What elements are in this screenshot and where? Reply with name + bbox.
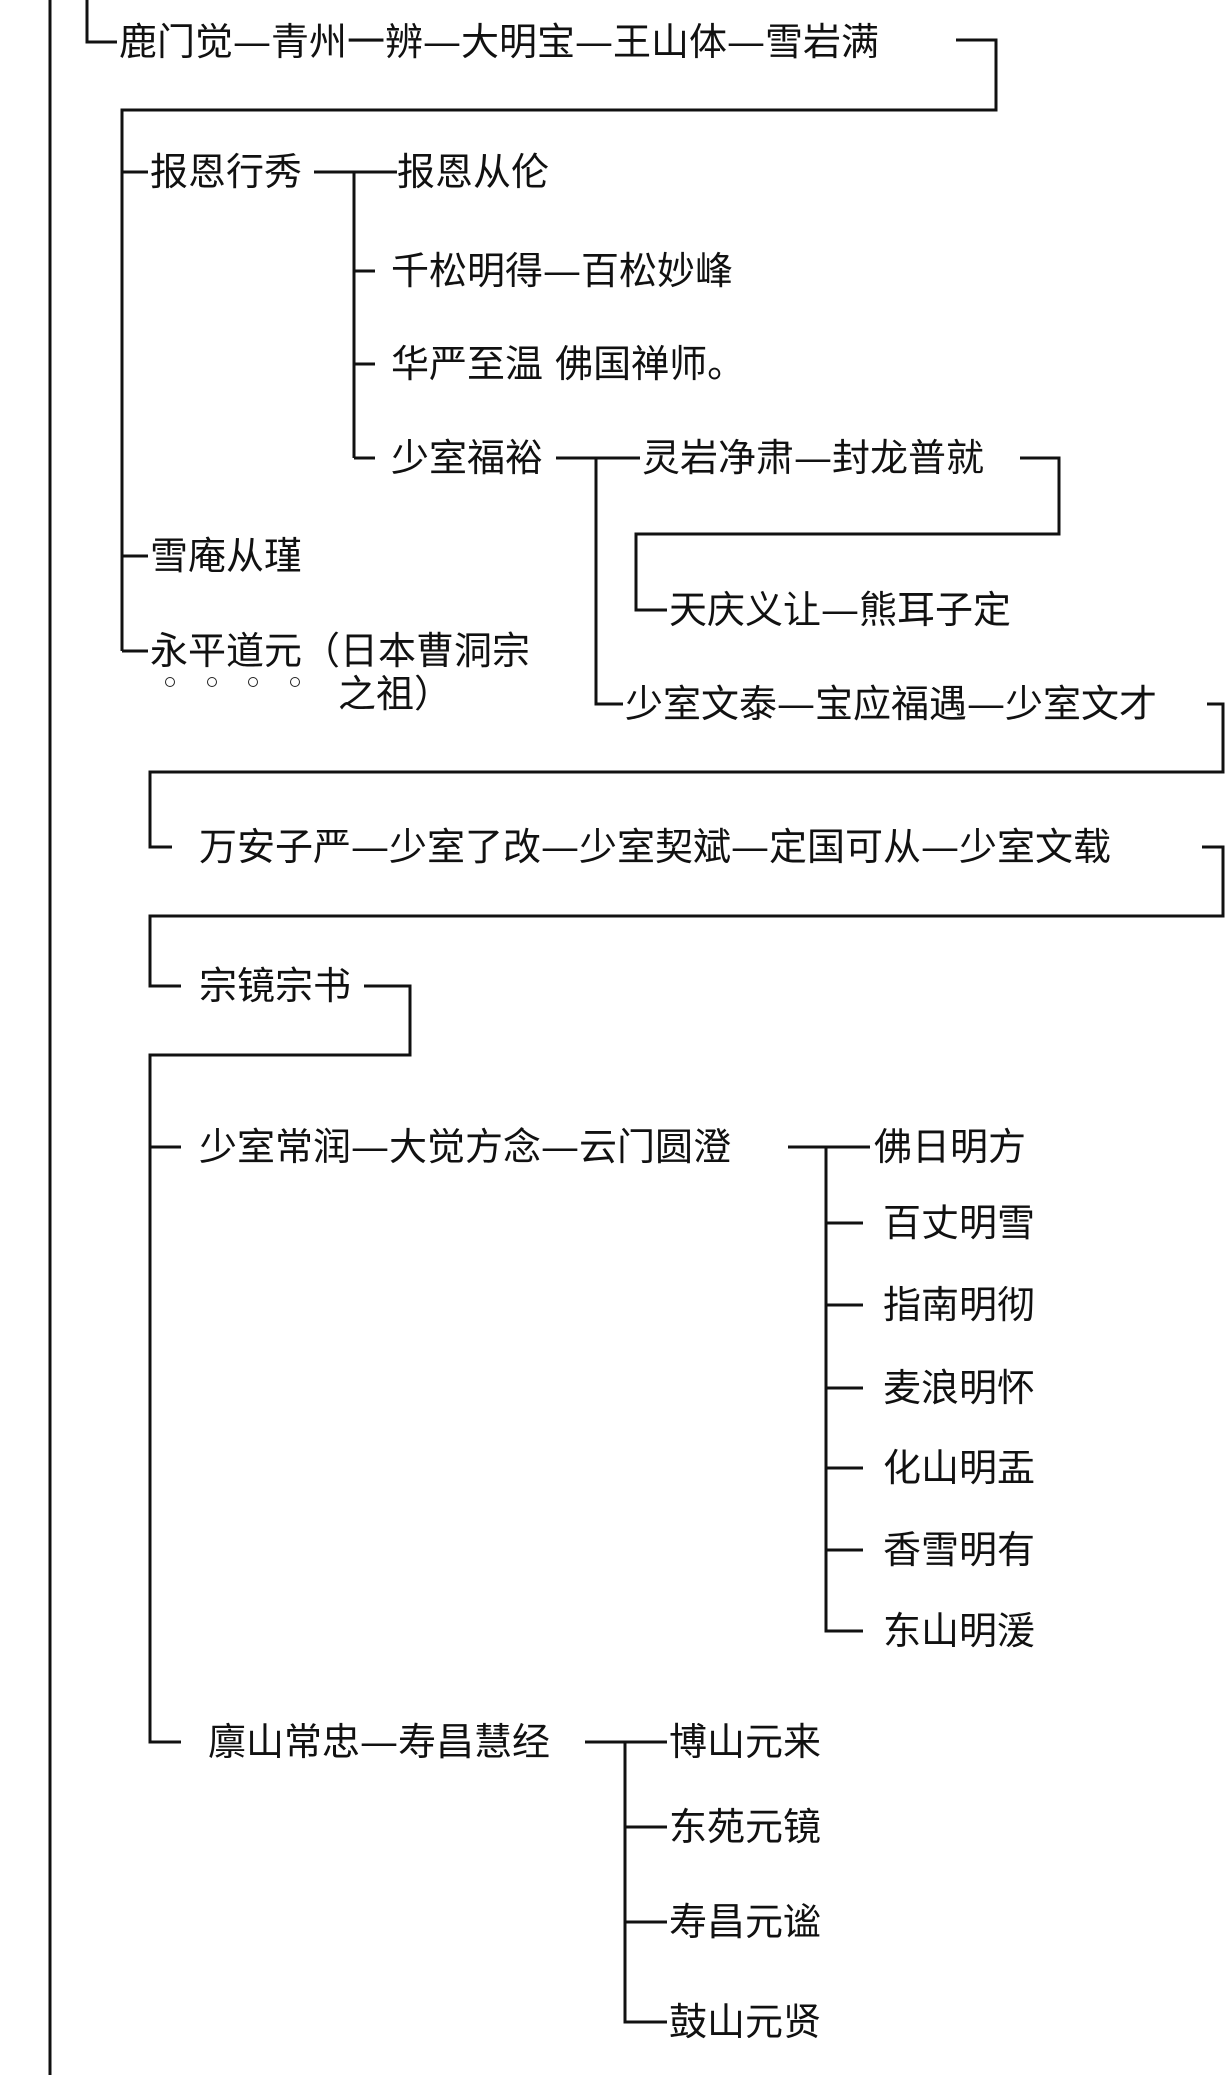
baoen-branch-line	[314, 170, 397, 458]
top-corner-line	[85, 0, 117, 44]
shouchang-heir: 东苑元镜	[669, 1805, 822, 1849]
wanan-wrap-line	[148, 845, 1225, 988]
wentai-wrap-line	[148, 702, 1225, 849]
yunmen-heir: 麦浪明怀	[883, 1366, 1036, 1410]
node-huayan: 华严至温 佛国禅师。	[391, 342, 746, 386]
node-shaoshi-wentai: 少室文泰—宝应福遇—少室文才	[625, 682, 1158, 726]
node-lingyan: 灵岩净肃—封龙普就	[642, 436, 985, 480]
emphasis-dot	[248, 677, 258, 687]
node-zongjing: 宗镜宗书	[199, 964, 352, 1008]
node-qiansong: 千松明得—百松妙峰	[391, 249, 734, 293]
node-yongping: 永平道元（日本曹洞宗	[150, 629, 531, 673]
yunmen-heir: 化山明盂	[883, 1446, 1036, 1490]
yunmen-heir: 佛日明方	[874, 1125, 1027, 1169]
shouchang-heir: 博山元来	[669, 1720, 822, 1764]
node-shaoshi-fuyu: 少室福裕	[391, 436, 544, 480]
yunmen-branch-line	[788, 1145, 870, 1633]
yunmen-heir: 香雪明有	[883, 1528, 1036, 1572]
yunmen-heir: 指南明彻	[883, 1283, 1036, 1327]
node-linshan: 廪山常忠—寿昌慧经	[208, 1720, 551, 1764]
node-xuean: 雪庵从瑾	[150, 534, 303, 578]
node-baoen-xingxiu: 报恩行秀	[150, 150, 303, 194]
node-wanan: 万安子严—少室了改—少室契斌—定国可从—少室文载	[199, 825, 1112, 869]
zongjing-wrap-line	[148, 984, 412, 1744]
emphasis-dot	[290, 677, 300, 687]
shouchang-heir: 鼓山元贤	[669, 2000, 822, 2044]
emphasis-dot	[165, 677, 175, 687]
fuyu-branch-line	[556, 456, 640, 706]
row1-wrap-line	[120, 38, 998, 651]
emphasis-dot	[207, 677, 217, 687]
lineage-row-1: 鹿门觉—青州一辨—大明宝—王山体—雪岩满	[119, 20, 880, 64]
node-shaoshi-changrun: 少室常润—大觉方念—云门圆澄	[199, 1125, 732, 1169]
yunmen-heir: 百丈明雪	[883, 1201, 1036, 1245]
shouchang-heir: 寿昌元谧	[669, 1900, 822, 1944]
node-yongping-cont: 之祖）	[338, 672, 453, 716]
node-tianqing: 天庆义让—熊耳子定	[669, 588, 1012, 632]
shouchang-branch-line	[585, 1740, 667, 2024]
yunmen-heir: 东山明湲	[883, 1609, 1036, 1653]
lingyan-wrap-line	[634, 456, 1061, 612]
node-baoen-conglun: 报恩从伦	[397, 150, 550, 194]
